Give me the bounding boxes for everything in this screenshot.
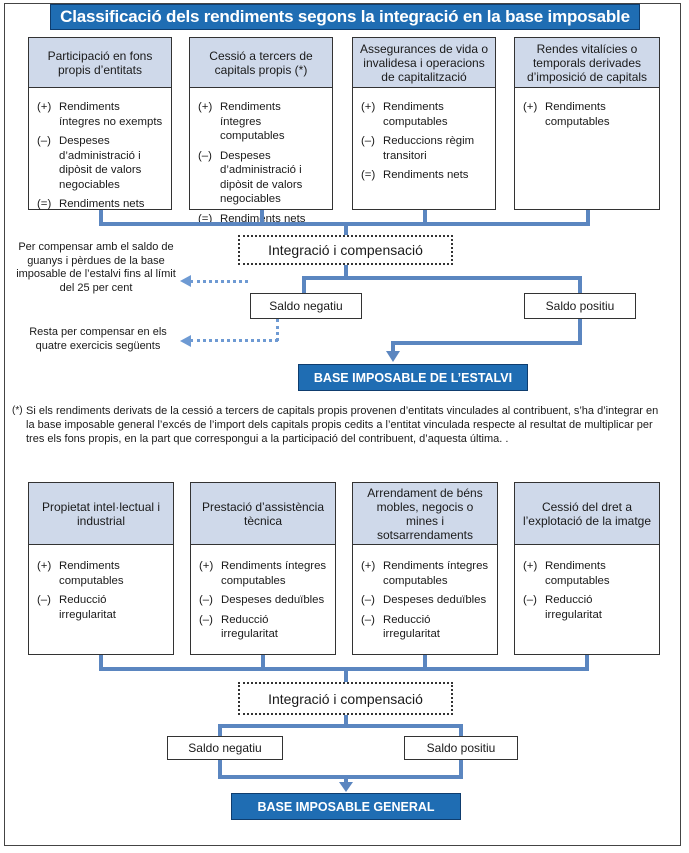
base-imposable-general: BASE IMPOSABLE GENERAL — [231, 793, 461, 820]
connector-line — [218, 724, 463, 728]
list-item: (–)Despeses deduïbles — [361, 594, 487, 606]
connector-line — [423, 210, 427, 224]
connector-line — [260, 210, 264, 224]
saldo-negatiu-bottom: Saldo negatiu — [167, 736, 283, 760]
card-heading: Assegurances de vida o invalidesa i oper… — [353, 38, 495, 88]
list-item: (–)Reducció irregularitat — [37, 594, 116, 621]
dotted-connector — [190, 339, 278, 342]
connector-line — [344, 671, 348, 683]
dotted-connector — [190, 280, 248, 283]
card-heading: Cessió del dret a l’explotació de la ima… — [515, 483, 659, 545]
list-item: (–)Reduccions règim transitori — [361, 135, 475, 162]
connector-line — [99, 210, 103, 224]
card-participacio-fons-propis: Participació en fons propis d’entitats (… — [28, 37, 172, 210]
connector-line — [344, 775, 348, 783]
card-prestacio-assistencia: Prestació d’assistència tècnica (+)Rendi… — [190, 482, 336, 655]
card-heading: Prestació d’assistència tècnica — [191, 483, 335, 545]
list-item: (+)Rendiments íntegres computables — [361, 560, 489, 587]
base-imposable-estalvi: BASE IMPOSABLE DE L’ESTALVI — [298, 364, 528, 391]
connector-line — [344, 265, 348, 278]
card-cessio-dret-imatge: Cessió del dret a l’explotació de la ima… — [514, 482, 660, 655]
connector-line — [459, 760, 463, 778]
saldo-positiu-top: Saldo positiu — [524, 293, 636, 319]
card-arrendament-bens: Arrendament de béns mobles, negocis o mi… — [352, 482, 498, 655]
card-heading: Participació en fons propis d’entitats — [29, 38, 171, 88]
arrow-down-icon — [339, 782, 353, 792]
footnote-mark: (*) — [12, 405, 23, 416]
list-item: (–)Despeses d’administració i dipòsit de… — [198, 149, 303, 206]
dotted-connector — [276, 319, 279, 341]
list-item: (+)Rendiments computables — [523, 101, 610, 128]
card-heading: Rendes vitalícies o temporals derivades … — [515, 38, 659, 88]
card-heading: Arrendament de béns mobles, negocis o mi… — [353, 483, 497, 545]
connector-line — [218, 775, 463, 779]
card-items: (+)Rendiments computables (–)Reduccions … — [353, 100, 495, 188]
connector-line — [578, 276, 582, 294]
card-items: (+)Rendiments íntegres computables (–)De… — [353, 559, 497, 647]
list-item: (=)Rendiments nets — [37, 198, 145, 210]
connector-line — [586, 210, 590, 224]
list-item: (–)Reducció irregularitat — [361, 613, 440, 641]
arrow-left-icon — [180, 335, 191, 347]
connector-line — [344, 226, 348, 236]
list-item: (=)Rendiments nets — [361, 169, 469, 181]
card-items: (+)Rendiments computables (–)Reducció ir… — [515, 559, 659, 627]
card-propietat-intellectual: Propietat intel·lectual i industrial (+)… — [28, 482, 174, 655]
connector-line — [344, 715, 348, 727]
list-item: (+)Rendiments computables — [523, 560, 610, 587]
connector-line — [585, 655, 589, 669]
list-item: (–)Reducció irregularitat — [523, 594, 602, 621]
card-items: (+)Rendiments computables (–)Reducció ir… — [29, 559, 173, 627]
connector-line — [99, 667, 589, 671]
connector-line — [218, 724, 222, 738]
card-items: (+)Rendiments computables — [515, 100, 659, 134]
connector-line — [218, 760, 222, 778]
page-title: Classificació dels rendiments segons la … — [50, 4, 640, 30]
list-item: (–)Despeses d’administració i dipòsit de… — [37, 135, 142, 191]
list-item: (+)Rendiments computables — [361, 101, 448, 128]
list-item: (+)Rendiments íntegres computables — [199, 560, 327, 587]
connector-line — [99, 655, 103, 669]
card-items: (+)Rendiments íntegres no exempts (–)Des… — [29, 100, 171, 217]
arrow-down-icon — [386, 351, 400, 362]
connector-line — [261, 655, 265, 669]
connector-line — [391, 341, 395, 351]
footnote-text: Si els rendiments derivats de la cessió … — [26, 405, 659, 445]
connector-line — [391, 341, 582, 345]
connector-line — [302, 276, 582, 280]
note-remaining: Resta per compensar en els quatre exerci… — [29, 326, 167, 352]
connector-line — [99, 222, 590, 226]
card-heading: Cessió a tercers de capitals propis (*) — [190, 38, 332, 88]
card-rendes-vitalicies: Rendes vitalícies o temporals derivades … — [514, 37, 660, 210]
footnote: (*) Si els rendiments derivats de la ces… — [12, 404, 666, 446]
list-item: (–)Despeses deduïbles — [199, 594, 325, 606]
saldo-positiu-bottom: Saldo positiu — [404, 736, 518, 760]
integration-box-bottom: Integració i compensació — [238, 682, 453, 715]
connector-line — [578, 319, 582, 345]
card-items: (+)Rendiments íntegres computables (–)De… — [191, 559, 335, 647]
card-items: (+)Rendiments íntegres computables (–)De… — [190, 100, 332, 231]
connector-line — [423, 655, 427, 669]
connector-line — [459, 724, 463, 738]
saldo-negatiu-top: Saldo negatiu — [250, 293, 362, 319]
card-heading: Propietat intel·lectual i industrial — [29, 483, 173, 545]
list-item: (–)Reducció irregularitat — [199, 613, 278, 641]
card-assegurances-vida: Assegurances de vida o invalidesa i oper… — [352, 37, 496, 210]
list-item: (+)Rendiments íntegres computables — [198, 101, 285, 142]
card-cessio-capitals-propis: Cessió a tercers de capitals propis (*) … — [189, 37, 333, 225]
note-compensate: Per compensar amb el saldo de guanys i p… — [16, 241, 176, 294]
arrow-left-icon — [180, 275, 191, 287]
outer-frame — [4, 3, 681, 846]
integration-box-top: Integració i compensació — [238, 235, 453, 265]
list-item: (+)Rendiments computables — [37, 560, 124, 587]
list-item: (+)Rendiments íntegres no exempts — [37, 101, 163, 128]
connector-line — [302, 276, 306, 294]
